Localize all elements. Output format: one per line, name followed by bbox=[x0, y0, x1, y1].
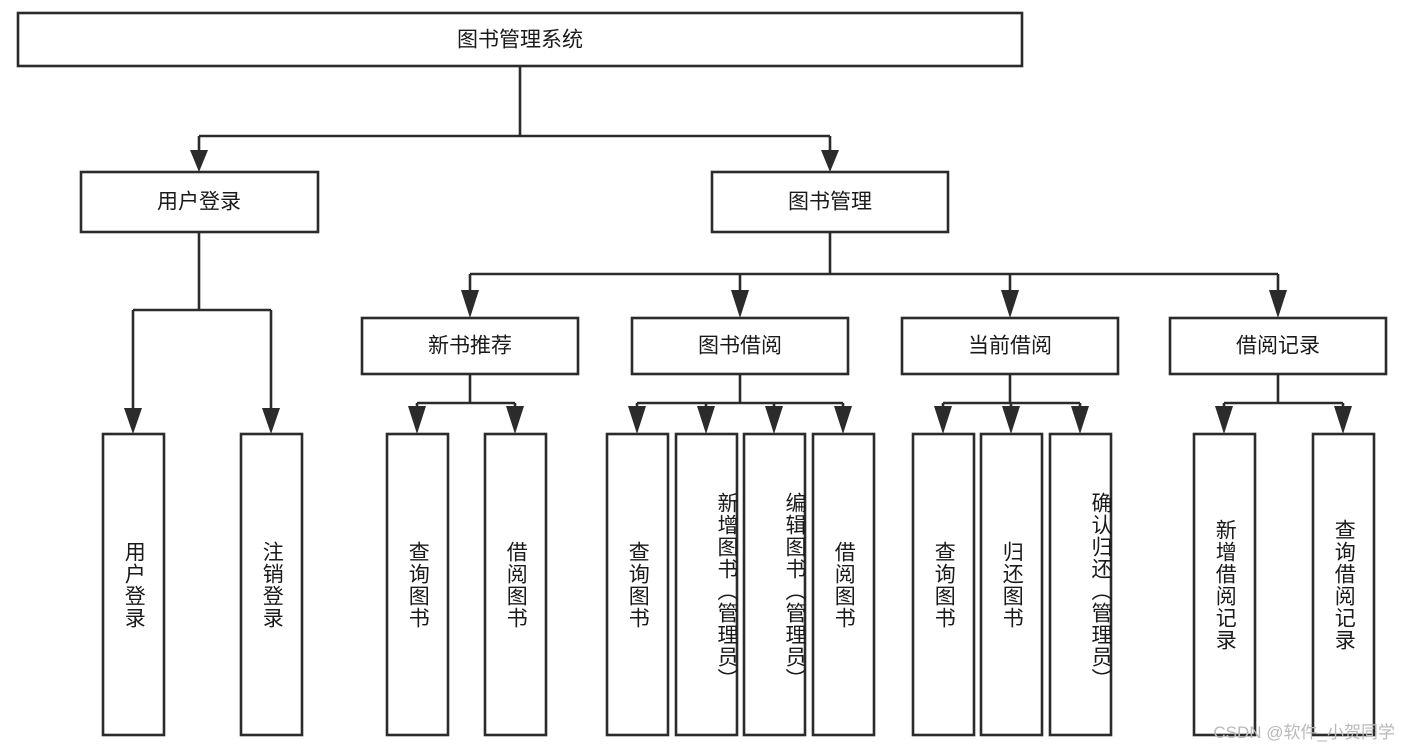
arrow-head-borrow-leaf-1 bbox=[697, 406, 715, 434]
leaf-borrow-2[interactable] bbox=[742, 432, 807, 737]
arrow-head-user-login-leaf-0 bbox=[124, 408, 142, 434]
leaf-borrow-0[interactable] bbox=[605, 432, 670, 737]
leaf-user-login-0[interactable] bbox=[101, 432, 166, 737]
node-book-management[interactable] bbox=[710, 170, 950, 234]
arrow-head-current-leaf-0 bbox=[934, 406, 952, 434]
leaf-current-1[interactable] bbox=[979, 432, 1044, 737]
node-user-login[interactable] bbox=[79, 170, 320, 234]
arrow-head-borrow-leaf-2 bbox=[765, 406, 783, 434]
arrow-head-borrow bbox=[731, 290, 749, 318]
arrow-head-current bbox=[1001, 290, 1019, 318]
connector-layer bbox=[124, 67, 1352, 434]
node-user-login-label: 用户登录 bbox=[157, 191, 241, 214]
leaf-recommend-1[interactable] bbox=[483, 432, 548, 737]
leaf-borrow-1[interactable] bbox=[674, 432, 739, 737]
arrow-head-records-leaf-0 bbox=[1215, 406, 1233, 434]
node-current-borrow-label: 当前借阅 bbox=[968, 335, 1052, 358]
arrow-head-user-login bbox=[190, 150, 208, 172]
leaf-current-2[interactable] bbox=[1048, 432, 1113, 737]
node-book-management-label: 图书管理 bbox=[788, 191, 872, 214]
watermark-text: CSDN @软件_小贺同学 bbox=[1213, 723, 1395, 742]
arrow-head-records bbox=[1269, 290, 1287, 318]
arrow-head-current-leaf-2 bbox=[1071, 406, 1089, 434]
arrow-head-borrow-leaf-0 bbox=[628, 406, 646, 434]
node-borrow-records-label: 借阅记录 bbox=[1236, 335, 1320, 358]
node-root-label: 图书管理系统 bbox=[457, 29, 583, 52]
node-layer: 图书管理系统 用户登录 图书管理 新书推荐 图书借阅 当前借阅 借阅记录 bbox=[16, 11, 1388, 737]
arrow-head-user-login-leaf-1 bbox=[262, 408, 280, 434]
arrow-head-recommend-leaf-0 bbox=[408, 406, 426, 434]
leaf-user-login-1[interactable] bbox=[239, 432, 304, 737]
arrow-head-current-leaf-1 bbox=[1002, 406, 1020, 434]
leaf-records-1[interactable] bbox=[1311, 432, 1376, 737]
arrow-head-book-mgmt bbox=[821, 150, 839, 172]
node-new-book-recommend[interactable] bbox=[360, 316, 580, 376]
node-root[interactable] bbox=[16, 11, 1024, 68]
leaf-borrow-3[interactable] bbox=[811, 432, 876, 737]
node-book-borrow-label: 图书借阅 bbox=[698, 335, 782, 358]
node-book-borrow[interactable] bbox=[630, 316, 850, 376]
leaf-current-0[interactable] bbox=[911, 432, 976, 737]
node-new-book-recommend-label: 新书推荐 bbox=[428, 335, 512, 358]
arrow-head-borrow-leaf-3 bbox=[834, 406, 852, 434]
arrow-head-recommend bbox=[461, 290, 479, 318]
leaf-records-0[interactable] bbox=[1192, 432, 1257, 737]
node-current-borrow[interactable] bbox=[900, 316, 1120, 376]
arrow-head-recommend-leaf-1 bbox=[506, 406, 524, 434]
leaf-recommend-0[interactable] bbox=[385, 432, 450, 737]
arrow-head-records-leaf-1 bbox=[1334, 406, 1352, 434]
node-borrow-records[interactable] bbox=[1168, 316, 1388, 376]
